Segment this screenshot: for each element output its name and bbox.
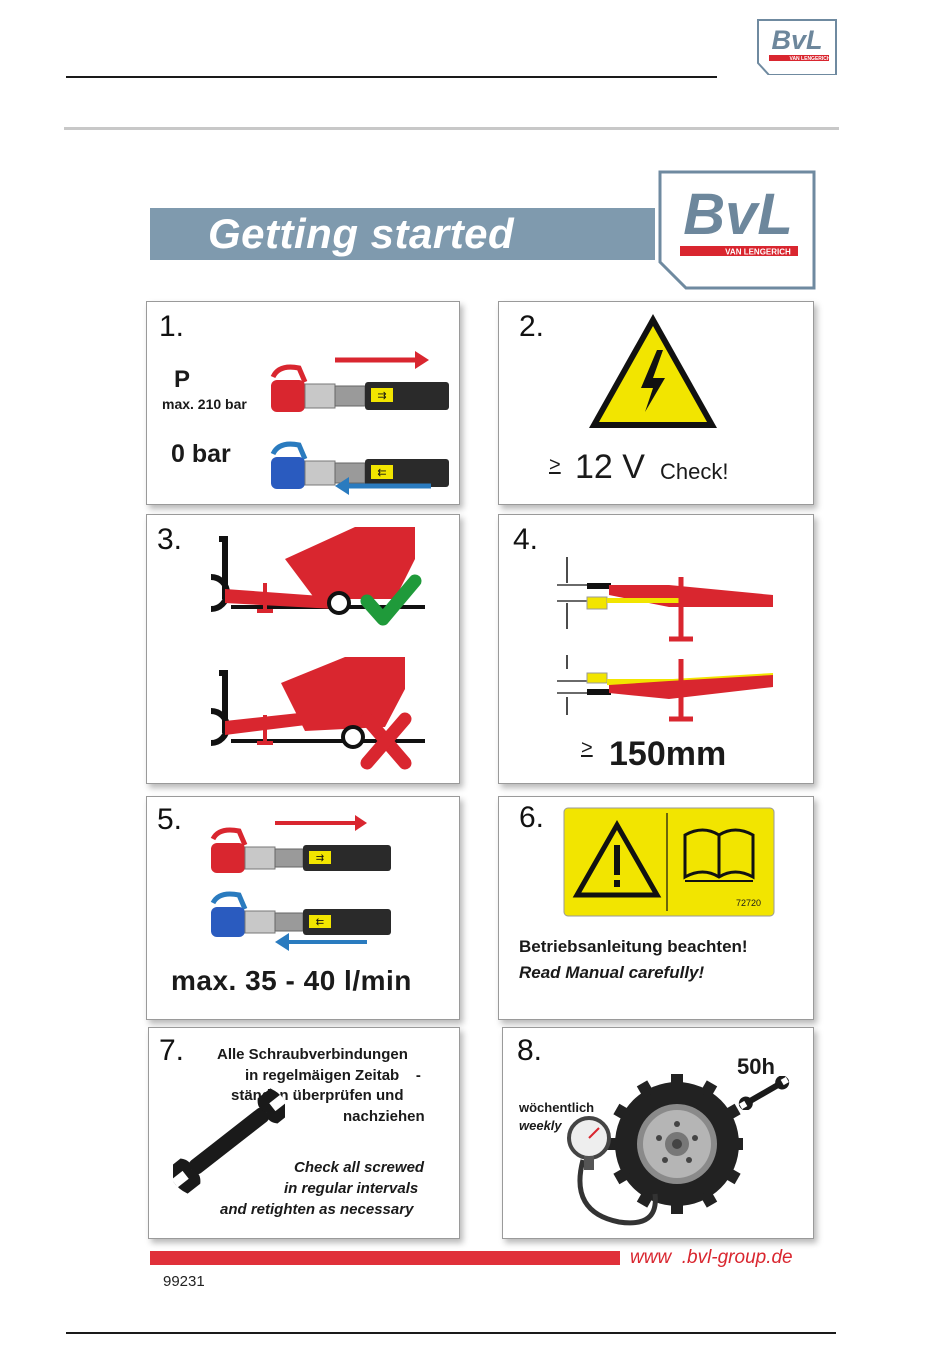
bvl-logo-small: BvL VAN LENGERICH	[757, 19, 837, 75]
sticker-code: 72720	[736, 898, 762, 908]
footer-red-bar	[150, 1251, 620, 1265]
svg-text:⇇: ⇇	[316, 917, 324, 928]
panel-3-drawbar-angle: 3.	[146, 514, 460, 784]
logo-large-sub: VAN LENGERICH	[725, 248, 791, 257]
small-wrench-icon	[738, 1076, 790, 1110]
panel-3-number: 3.	[157, 523, 183, 556]
return-flow-arrow-5	[275, 933, 367, 951]
hydraulic-couplings-illustration: ⇉ ⇇	[270, 351, 449, 489]
header-grey-rule	[64, 127, 839, 130]
header-rule	[66, 76, 717, 78]
svg-text:⇉: ⇉	[316, 853, 324, 864]
panel-6-number: 6.	[519, 801, 545, 834]
panel-6-read-manual: 6. 72720 Betriebsanleitung beachten! Rea…	[498, 796, 814, 1020]
screw-note-en-2: in regular intervals	[284, 1180, 419, 1197]
pressure-label: P	[174, 366, 191, 393]
warning-manual-sticker	[563, 807, 775, 917]
svg-text:⇇: ⇇	[377, 467, 386, 479]
footer-rule	[66, 1332, 836, 1334]
panel-4-number: 4.	[513, 523, 539, 556]
wrench-icon	[173, 1088, 285, 1194]
ge-symbol: >	[549, 454, 561, 476]
tyre-pressure-gauge-illustration	[567, 1074, 743, 1226]
screw-note-de-1: Alle Schraubverbindungen	[217, 1046, 408, 1063]
svg-text:⇉: ⇉	[377, 390, 386, 402]
screw-note-de-2: in regelmäigen Zeitab -	[245, 1067, 421, 1084]
interval-weekly-en: weekly	[519, 1118, 562, 1133]
bvl-logo-large: BvL VAN LENGERICH	[658, 170, 816, 290]
panel-2-voltage-check: 2. > 12 V Check!	[498, 301, 814, 505]
trailer-level-correct-illustration	[210, 527, 425, 626]
panel-7-number: 7.	[159, 1034, 185, 1067]
distance-value: 150mm	[609, 735, 727, 773]
hydraulic-couplings-flow-illustration: ⇉ ⇇	[210, 815, 391, 937]
panel-8-number: 8.	[517, 1034, 543, 1067]
panel-4-hitch-height: 4. > 150mm	[498, 514, 814, 784]
service-interval: 50h	[737, 1054, 775, 1079]
logo-large-brand: BvL	[683, 182, 793, 247]
page-title: Getting started	[208, 210, 515, 257]
interval-weekly-de: wöchentlich	[519, 1100, 595, 1115]
return-flow-arrow	[335, 477, 431, 495]
check-label: Check!	[660, 459, 729, 484]
trailer-tilted-wrong-illustration	[210, 657, 425, 770]
panel-5-flow-rate: 5. ⇉ ⇇ max. 35 - 40 l/min	[146, 796, 460, 1020]
screw-note-de-4: nachziehen	[343, 1108, 425, 1125]
hitch-height-diagram	[557, 557, 773, 722]
logo-small-sub: VAN LENGERICH	[789, 56, 830, 62]
manual-note-en: Read Manual carefully!	[519, 963, 705, 982]
zero-bar-label: 0 bar	[171, 440, 231, 468]
panel-2-number: 2.	[519, 310, 545, 343]
website-url: www .bvl-group.de	[630, 1247, 793, 1268]
title-bar	[150, 208, 655, 260]
pressure-max: max. 210 bar	[162, 396, 247, 412]
screw-note-en-1: Check all screwed	[294, 1159, 425, 1176]
panel-8-tyre-pressure: 8. 50h wöchentlich weekly	[502, 1027, 814, 1239]
panel-1-hydraulic-pressure: 1. P max. 210 bar 0 bar ⇉ ⇇	[146, 301, 460, 505]
voltage-value: 12 V	[575, 448, 645, 486]
manual-note-de: Betriebsanleitung beachten!	[519, 937, 748, 956]
panel-1-number: 1.	[159, 310, 185, 343]
screw-note-en-3: and retighten as necessary	[220, 1201, 414, 1218]
panel-5-number: 5.	[157, 803, 183, 836]
flow-rate-label: max. 35 - 40 l/min	[171, 965, 412, 996]
document-number: 99231	[163, 1273, 205, 1290]
ge-symbol-distance: >	[581, 737, 593, 759]
high-voltage-warning-icon	[589, 314, 717, 428]
panel-7-screw-check: 7. Alle Schraubverbindungen in regelmäig…	[148, 1027, 460, 1239]
logo-small-brand: BvL	[771, 25, 822, 55]
